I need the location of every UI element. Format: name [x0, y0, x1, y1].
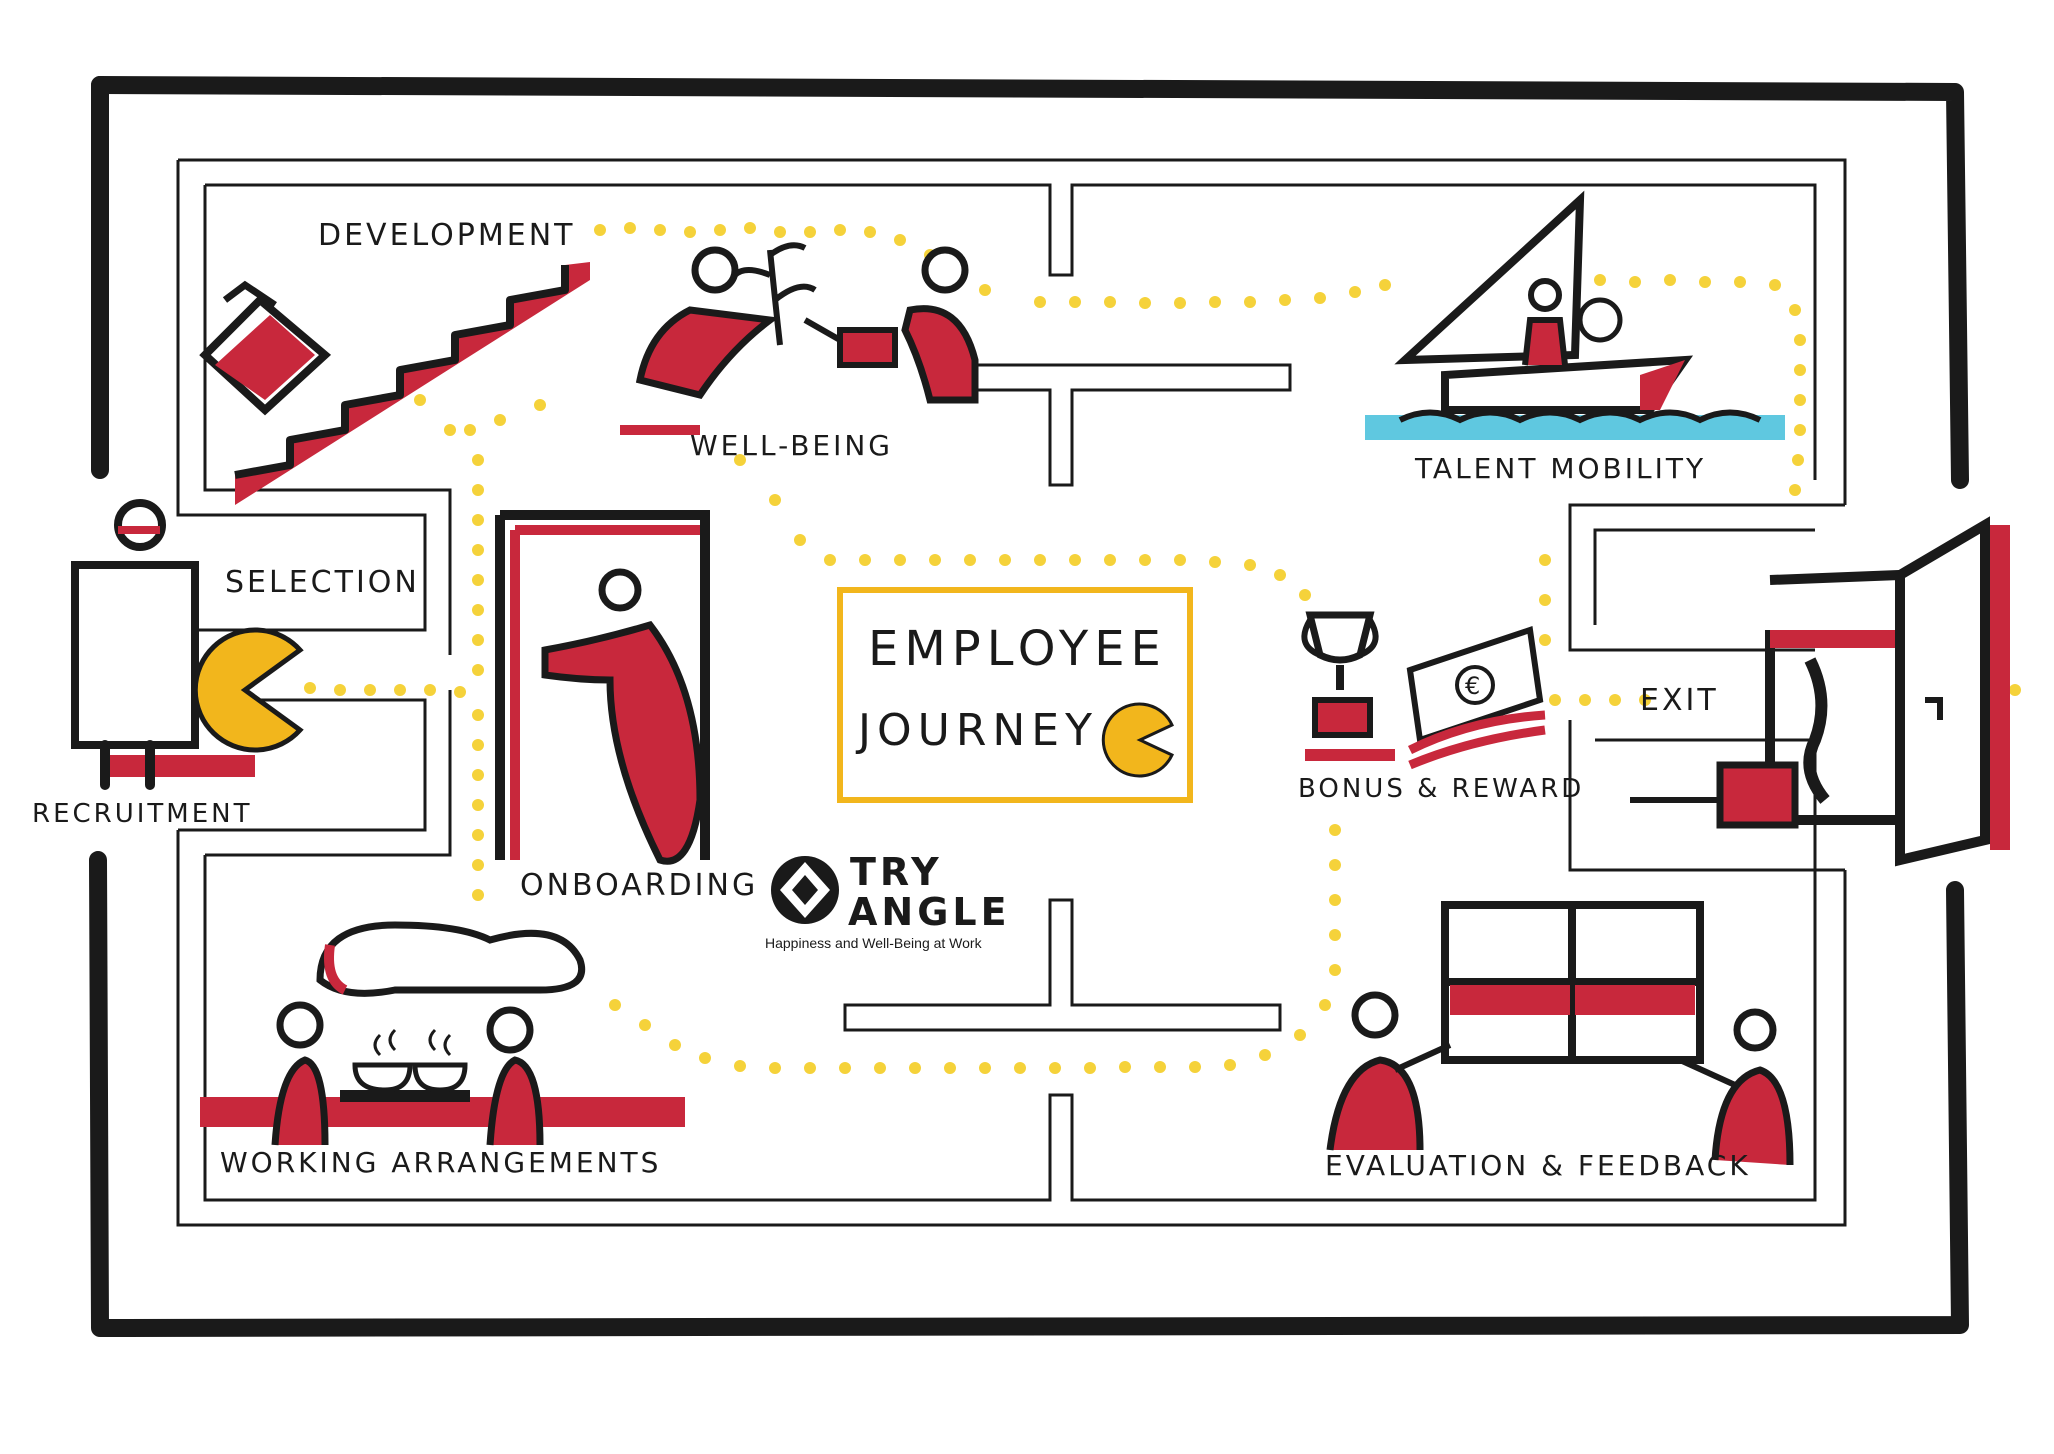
logo-line-1: TRY	[850, 850, 943, 894]
pacman-icon	[192, 627, 304, 753]
recruitment-illustration: RECRUITMENT	[32, 499, 304, 829]
stage-label-selection: SELECTION	[225, 565, 420, 600]
stage-label-recruitment: RECRUITMENT	[32, 799, 252, 829]
stage-label-working-arrangements: WORKING ARRANGEMENTS	[220, 1146, 661, 1179]
stage-label-onboarding: ONBOARDING	[520, 868, 758, 903]
development-illustration: DEVELOPMENT	[199, 218, 590, 505]
stage-label-development: DEVELOPMENT	[318, 218, 576, 253]
evaluation-feedback-illustration: EVALUATION & FEEDBACK	[1325, 901, 1794, 1182]
exit-illustration: EXIT	[1630, 516, 2010, 867]
stage-label-exit: EXIT	[1640, 683, 1719, 718]
well-being-illustration: WELL-BEING	[620, 242, 979, 462]
title-line-1: EMPLOYEE	[868, 621, 1167, 677]
talent-mobility-illustration: TALENT MOBILITY	[1365, 190, 1785, 485]
stage-label-talent-mobility: TALENT MOBILITY	[1414, 452, 1706, 485]
title-line-2: JOURNEY	[855, 705, 1098, 756]
logo-line-2: ANGLE	[848, 890, 1011, 934]
stage-label-bonus-reward: BONUS & REWARD	[1298, 774, 1584, 804]
pacman-icon	[1101, 702, 1174, 778]
stage-label-evaluation-feedback: EVALUATION & FEEDBACK	[1325, 1149, 1751, 1182]
euro-icon: €	[1465, 672, 1483, 700]
outer-frame	[89, 76, 1969, 1337]
bonus-reward-illustration: € BONUS & REWARD	[1298, 611, 1584, 804]
logo-tagline: Happiness and Well-Being at Work	[765, 935, 983, 951]
tryangle-logo: TRY ANGLE Happiness and Well-Being at Wo…	[765, 850, 1011, 951]
stage-label-well-being: WELL-BEING	[690, 429, 893, 462]
title-box: EMPLOYEE JOURNEY	[837, 587, 1193, 803]
onboarding-illustration: ONBOARDING	[495, 510, 758, 903]
working-arrangements-illustration: WORKING ARRANGEMENTS	[200, 921, 685, 1179]
